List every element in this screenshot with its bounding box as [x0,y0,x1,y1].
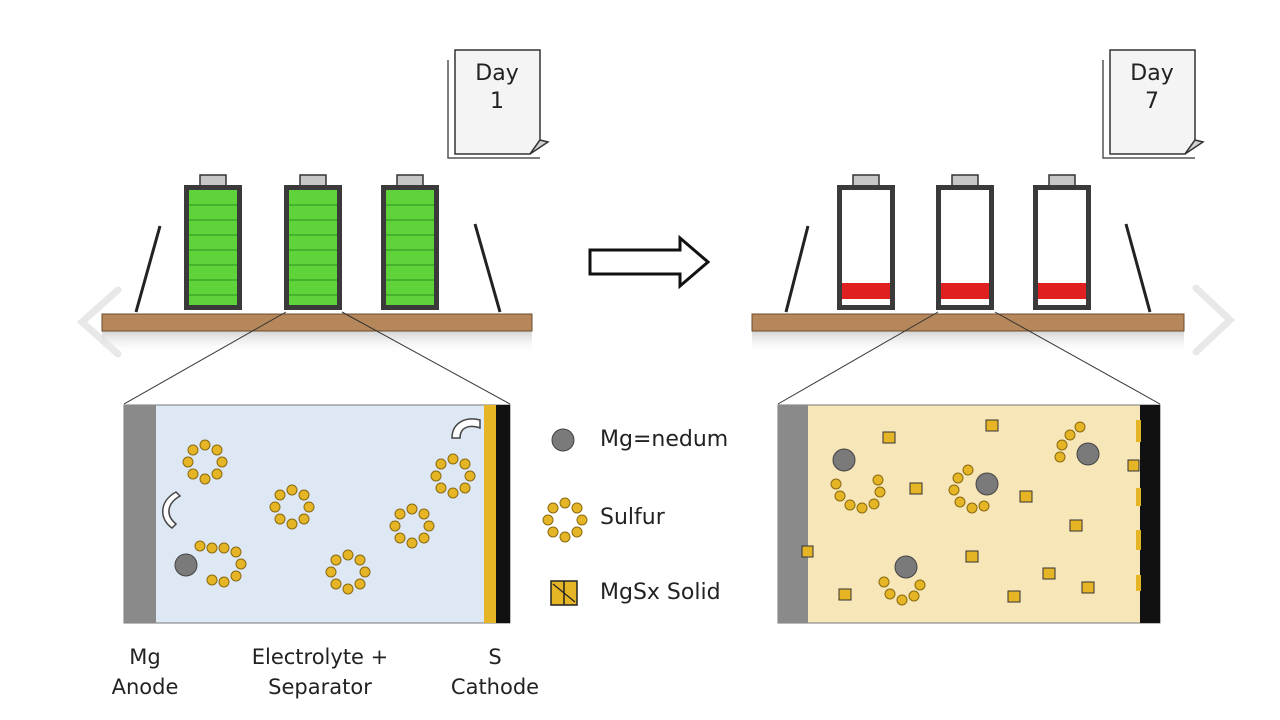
battery-depleted-2 [936,174,994,310]
battery-segment-lines [189,204,434,296]
anode-label: Mg Anode [100,642,190,702]
calendar-day7-label: Day 7 [1117,60,1187,116]
calendar-icon-day1 [447,49,550,159]
legend-sulfur-label: Sulfur [600,505,665,530]
stand-leg-left [134,225,162,313]
stand-leg-right-2 [1124,223,1152,313]
sulfur-cathode-strip [484,405,496,623]
sulfur-rings-day1 [182,439,476,595]
anode-label-line1: Mg [129,645,161,669]
electrolyte-label-line1: Electrolyte + [251,645,389,669]
calendar-day7-word: Day [1130,61,1174,86]
mg-anode-strip-2 [778,405,808,623]
shelf-left [101,313,533,332]
legend-magnesium-icon [551,428,575,452]
magnesium-particles-day7 [832,442,1100,579]
cell-day7 [777,404,1161,624]
zoom-line-right-a [777,311,939,405]
hook-shape-anode [162,491,182,529]
battery-charged-2 [284,174,342,310]
calendar-day7-number: 7 [1145,89,1159,114]
calendar-icon-day7 [1102,49,1205,159]
current-collector-strip-2 [1140,405,1160,623]
stand-leg-right [473,223,502,313]
legend-mgsx-icon [550,580,578,606]
legend-magnesium-label: Mg=nedum [600,427,729,452]
mg-anode-strip [124,405,156,623]
cathode-label-line2: Cathode [450,675,540,699]
battery-depleted-3 [1033,174,1091,310]
battery-charged-1 [184,174,242,310]
zoom-line-right-b [994,311,1161,405]
magnesium-particle [174,553,198,577]
current-collector-strip [496,405,510,623]
anode-label-line2: Anode [111,675,179,699]
sulfur-chains-day7 [830,421,1086,606]
cell-day1 [123,404,511,624]
hook-shape-cathode [451,418,481,439]
shelf-right-shadow [752,331,1184,355]
legend-mgsx-label: MgSx Solid [600,580,721,605]
electrolyte-label: Electrolyte + Separator [230,642,410,702]
shelf-left-shadow [102,331,532,355]
calendar-day1-word: Day [475,61,519,86]
legend-sulfur-icon [542,497,588,543]
zoom-line-left-b [341,311,511,405]
cathode-label: S Cathode [440,642,550,702]
stand-leg-left-2 [784,225,810,313]
time-arrow-icon [588,234,711,290]
battery-charged-3 [381,174,439,310]
electrolyte-label-line2: Separator [268,675,372,699]
zoom-line-left-a [123,311,287,405]
mgsx-solids-day7 [801,419,1140,603]
next-chevron-icon[interactable] [1192,284,1236,356]
shelf-right [751,313,1185,332]
cathode-label-line1: S [488,645,502,669]
calendar-day1-label: Day 1 [462,60,532,116]
calendar-day1-number: 1 [490,89,504,114]
battery-depleted-1 [837,174,895,310]
